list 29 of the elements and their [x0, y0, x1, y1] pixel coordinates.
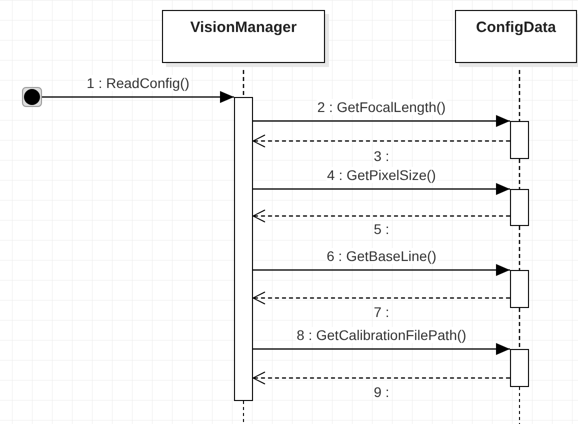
return-arrow: [252, 134, 510, 148]
activation-bar: [510, 270, 529, 308]
return-arrow: [252, 372, 510, 384]
edge-label: 9 :: [372, 384, 390, 400]
message-arrow: [42, 91, 234, 103]
activation-bar: [510, 189, 529, 226]
edge-label: 5 :: [372, 221, 390, 237]
edge-label: 6 : GetBaseLine(): [326, 248, 438, 264]
edge-label: 1 : ReadConfig(): [86, 75, 190, 91]
lifeline: [518, 226, 520, 270]
edge-label: 8 : GetCalibrationFilePath(): [296, 327, 468, 343]
object-name: ConfigData: [476, 18, 556, 38]
edge-label: 4 : GetPixelSize(): [326, 167, 437, 183]
activation-bar: [234, 97, 253, 401]
activation-bar: [510, 121, 529, 159]
message-arrow: [253, 115, 510, 127]
edge-label: 3 :: [372, 148, 390, 164]
activation-bar: [510, 349, 529, 387]
lifeline: [518, 159, 520, 189]
message-arrow: [253, 343, 510, 355]
lifeline: [518, 308, 520, 349]
edge-label: 2 : GetFocalLength(): [316, 99, 447, 115]
message-arrow: [253, 183, 510, 195]
object-name: VisionManager: [190, 18, 297, 38]
initial-node: [22, 87, 42, 107]
return-arrow: [252, 292, 510, 304]
return-arrow: [252, 210, 510, 222]
message-arrow: [253, 264, 510, 276]
edge-label: 7 :: [372, 304, 390, 320]
